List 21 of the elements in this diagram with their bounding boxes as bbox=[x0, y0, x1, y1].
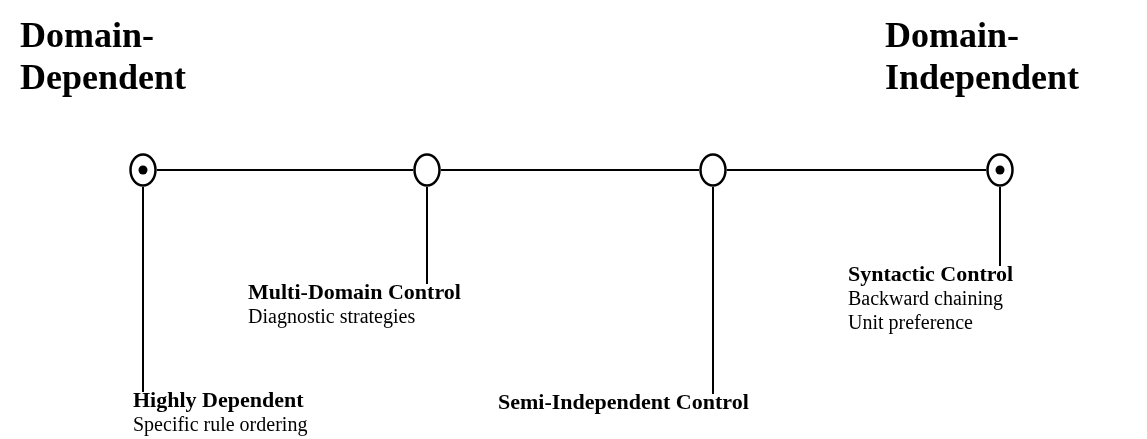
point-heading: Semi-Independent Control bbox=[498, 390, 749, 414]
point-heading: Multi-Domain Control bbox=[248, 280, 461, 304]
connector-line bbox=[999, 186, 1001, 267]
dotted-circle bbox=[129, 153, 157, 187]
point-example: Specific rule ordering bbox=[133, 412, 308, 436]
point-example: Diagnostic strategies bbox=[248, 304, 417, 328]
connector-line bbox=[712, 186, 714, 395]
circle bbox=[413, 153, 441, 187]
dotted-circle bbox=[986, 153, 1014, 187]
connector-line bbox=[426, 186, 428, 285]
connector-line bbox=[440, 169, 700, 171]
connector-line bbox=[156, 169, 414, 171]
point-example: Backward chaining bbox=[848, 286, 1004, 310]
scale-end-heading: Domain- Dependent bbox=[20, 14, 187, 98]
connector-line bbox=[726, 169, 987, 171]
point-heading: Syntactic Control bbox=[848, 262, 1014, 286]
circle bbox=[699, 153, 727, 187]
point-heading: Highly Dependent bbox=[133, 388, 305, 412]
scale-end-heading: Domain- Independent bbox=[885, 14, 1081, 98]
point-example: Unit preference bbox=[848, 310, 974, 334]
connector-line bbox=[142, 186, 144, 393]
